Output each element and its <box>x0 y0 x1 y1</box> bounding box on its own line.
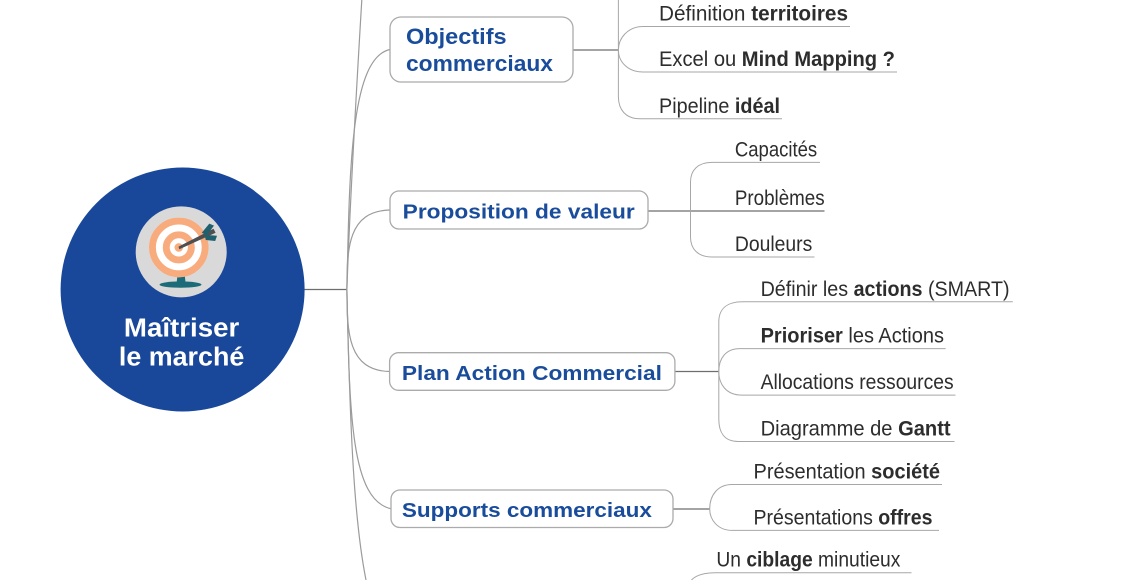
svg-text:Capacités: Capacités <box>735 138 817 161</box>
svg-text:Allocations ressources: Allocations ressources <box>761 371 954 394</box>
svg-text:Définir les actions (SMART): Définir les actions (SMART) <box>761 278 1010 301</box>
svg-text:Plan Action Commercial: Plan Action Commercial <box>402 363 662 385</box>
svg-text:Un ciblage minutieux: Un ciblage minutieux <box>716 549 900 572</box>
svg-text:Présentations offres: Présentations offres <box>754 506 933 529</box>
svg-text:Problèmes: Problèmes <box>735 187 825 210</box>
svg-text:Pipeline idéal: Pipeline idéal <box>659 95 780 118</box>
svg-text:Diagramme de Gantt: Diagramme de Gantt <box>761 417 951 440</box>
svg-text:Maîtriser: Maîtriser <box>124 313 239 343</box>
svg-text:commerciaux: commerciaux <box>406 51 554 76</box>
svg-text:Douleurs: Douleurs <box>735 233 812 256</box>
svg-text:Objectifs: Objectifs <box>406 24 507 49</box>
svg-text:Supports commerciaux: Supports commerciaux <box>402 500 653 522</box>
svg-text:Définition territoires: Définition territoires <box>659 3 848 26</box>
svg-text:Prioriser les Actions: Prioriser les Actions <box>761 325 944 348</box>
svg-text:le marché: le marché <box>119 341 244 371</box>
svg-text:Présentation société: Présentation société <box>754 460 941 483</box>
svg-text:Proposition de valeur: Proposition de valeur <box>403 202 635 224</box>
svg-text:Excel ou Mind Mapping ?: Excel ou Mind Mapping ? <box>659 48 895 71</box>
